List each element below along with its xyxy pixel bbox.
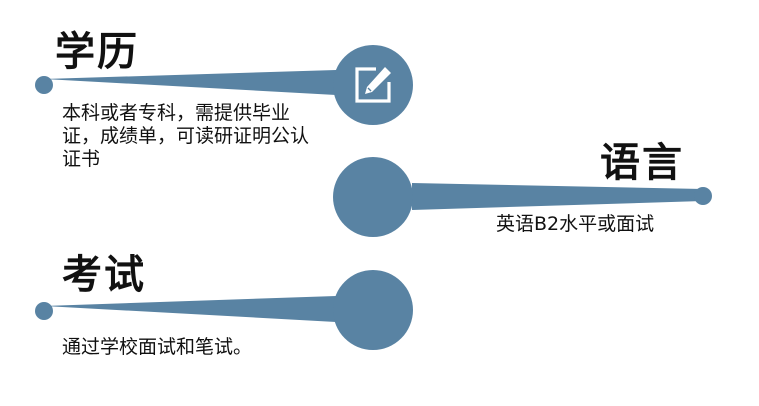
circle-language [333, 157, 413, 237]
connector-dot-language [694, 187, 712, 205]
circle-education [333, 45, 413, 125]
description-language: 英语B2水平或面试 [496, 213, 655, 235]
description-education: 本科或者专科，需提供毕业证，成绩单，可读研证明公认证书 [62, 102, 310, 170]
circle-exam [333, 270, 413, 350]
heading-language: 语言 [600, 140, 684, 186]
connector-exam [44, 296, 336, 322]
connector-language [412, 183, 703, 210]
connector-dot-education [35, 76, 53, 94]
heading-exam: 考试 [62, 252, 146, 298]
connector-education [44, 70, 336, 95]
connector-dot-exam [35, 302, 53, 320]
edit-icon [355, 67, 391, 103]
heading-education: 学历 [55, 29, 139, 75]
description-exam: 通过学校面试和笔试。 [62, 336, 253, 358]
